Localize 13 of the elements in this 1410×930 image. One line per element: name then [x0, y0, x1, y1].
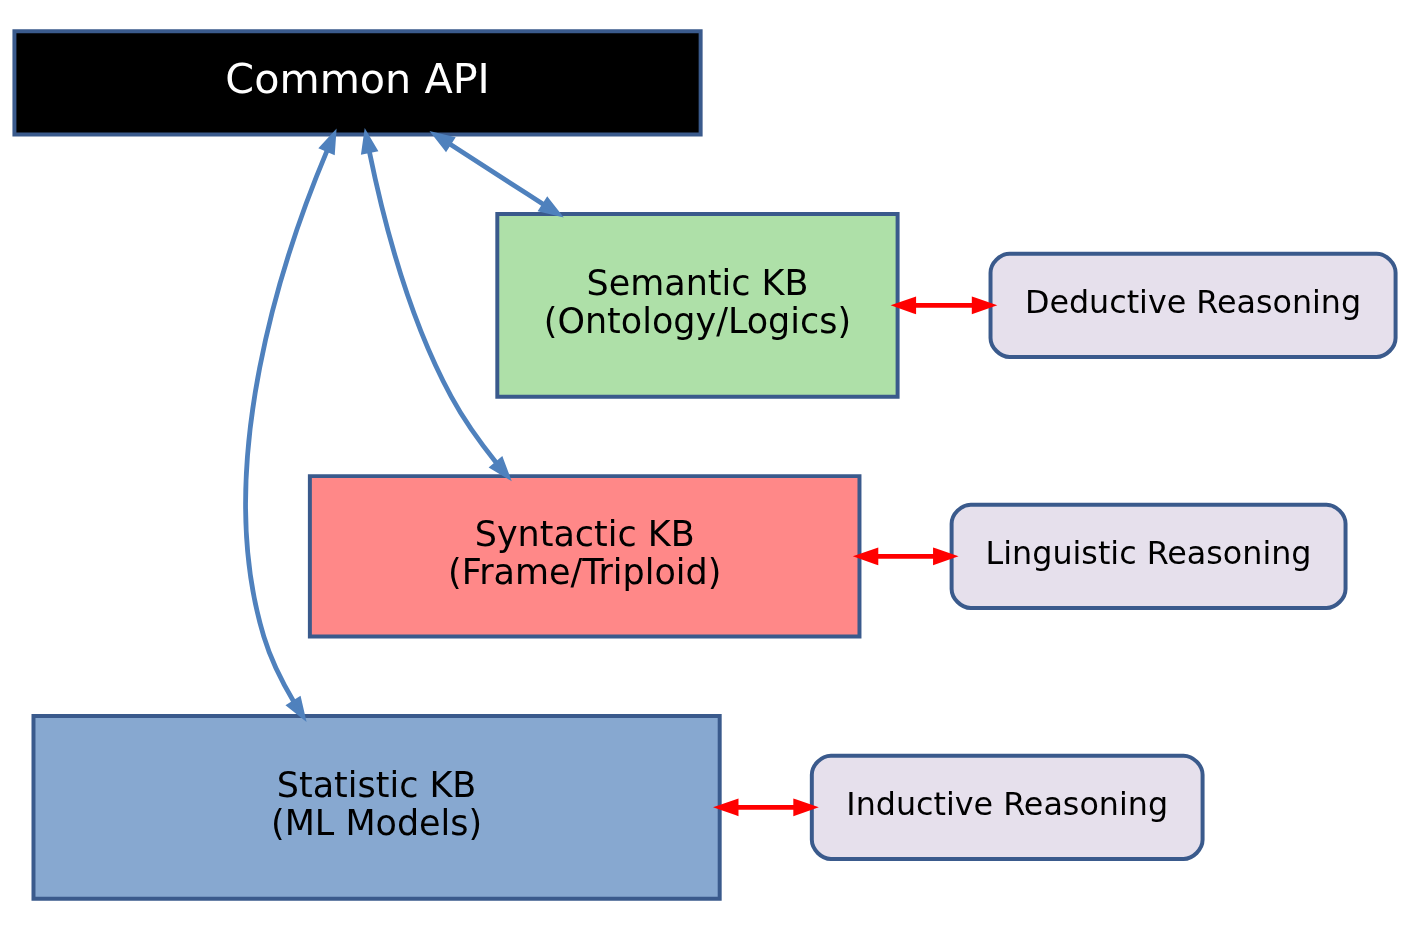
node-box: Inductive Reasoning — [809, 753, 1205, 861]
node-box: Common API — [12, 29, 703, 137]
arrow — [852, 547, 959, 566]
node-box: Syntactic KB (Frame/Triploid) — [307, 474, 862, 639]
arrow — [890, 296, 998, 315]
node-box: Deductive Reasoning — [988, 251, 1398, 359]
node-box: Semantic KB (Ontology/Logics) — [495, 212, 900, 399]
arrow — [360, 128, 512, 482]
node-box: Linguistic Reasoning — [949, 502, 1348, 610]
arrow — [713, 798, 819, 817]
arrow — [243, 128, 337, 722]
arrow — [429, 130, 564, 218]
node-box: Statistic KB (ML Models) — [31, 714, 722, 901]
